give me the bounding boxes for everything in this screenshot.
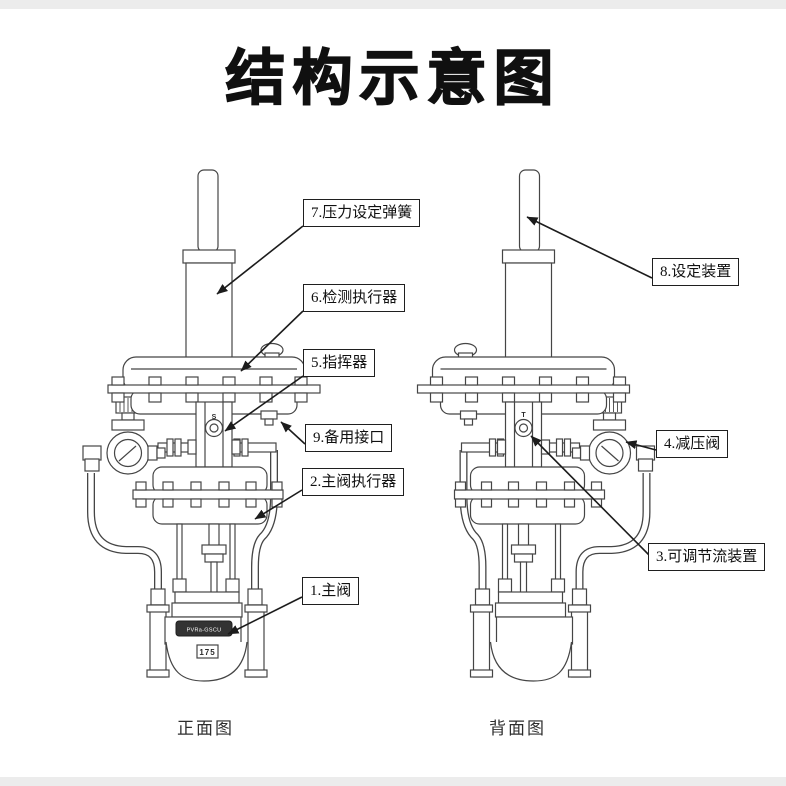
front-valve-drawing: PVRa-GSCU 175 S bbox=[83, 170, 320, 681]
callout-pilot: 5.指挥器 bbox=[303, 349, 376, 377]
port-mark-front: S bbox=[212, 414, 217, 421]
callout-setting-device: 8.设定装置 bbox=[652, 258, 740, 286]
caption-back-view: 背面图 bbox=[489, 719, 546, 738]
callout-main-valve-actuator: 2.主阀执行器 bbox=[302, 468, 405, 496]
callout-pressure-reducing-valve: 4.减压阀 bbox=[656, 430, 729, 458]
valve-nameplate-text: PVRa-GSCU bbox=[187, 628, 222, 634]
caption-front-view: 正面图 bbox=[177, 719, 234, 738]
arrow-spare-port bbox=[280, 421, 306, 445]
arrow-adjustable-throttle bbox=[530, 435, 651, 557]
arrow-main-valve-actuator bbox=[254, 489, 303, 520]
callout-adjustable-throttle: 3.可调节流装置 bbox=[648, 543, 766, 571]
valve-rating-badge bbox=[196, 644, 219, 659]
page-title: 结构示意图 bbox=[225, 44, 561, 113]
callout-spare-port: 9.备用接口 bbox=[305, 424, 393, 452]
callout-detection-actuator: 6.检测执行器 bbox=[303, 284, 406, 312]
valve-rating-badge-text: 175 bbox=[199, 648, 215, 657]
callout-pressure-setting-spring: 7.压力设定弹簧 bbox=[303, 199, 421, 227]
back-valve-drawing bbox=[418, 170, 655, 681]
callout-main-valve: 1.主阀 bbox=[302, 577, 360, 605]
arrow-pilot bbox=[224, 375, 304, 432]
photo-edge-top bbox=[0, 0, 786, 9]
arrow-main-valve bbox=[227, 596, 303, 635]
callout-arrows bbox=[216, 216, 657, 635]
photo-edge-bottom bbox=[0, 777, 786, 786]
arrow-pressure-reducing-valve bbox=[625, 440, 657, 451]
port-mark-back: T bbox=[521, 412, 526, 419]
arrow-setting-device bbox=[526, 216, 653, 279]
arrow-detection-actuator bbox=[240, 310, 304, 372]
arrow-pressure-setting-spring bbox=[216, 225, 304, 295]
